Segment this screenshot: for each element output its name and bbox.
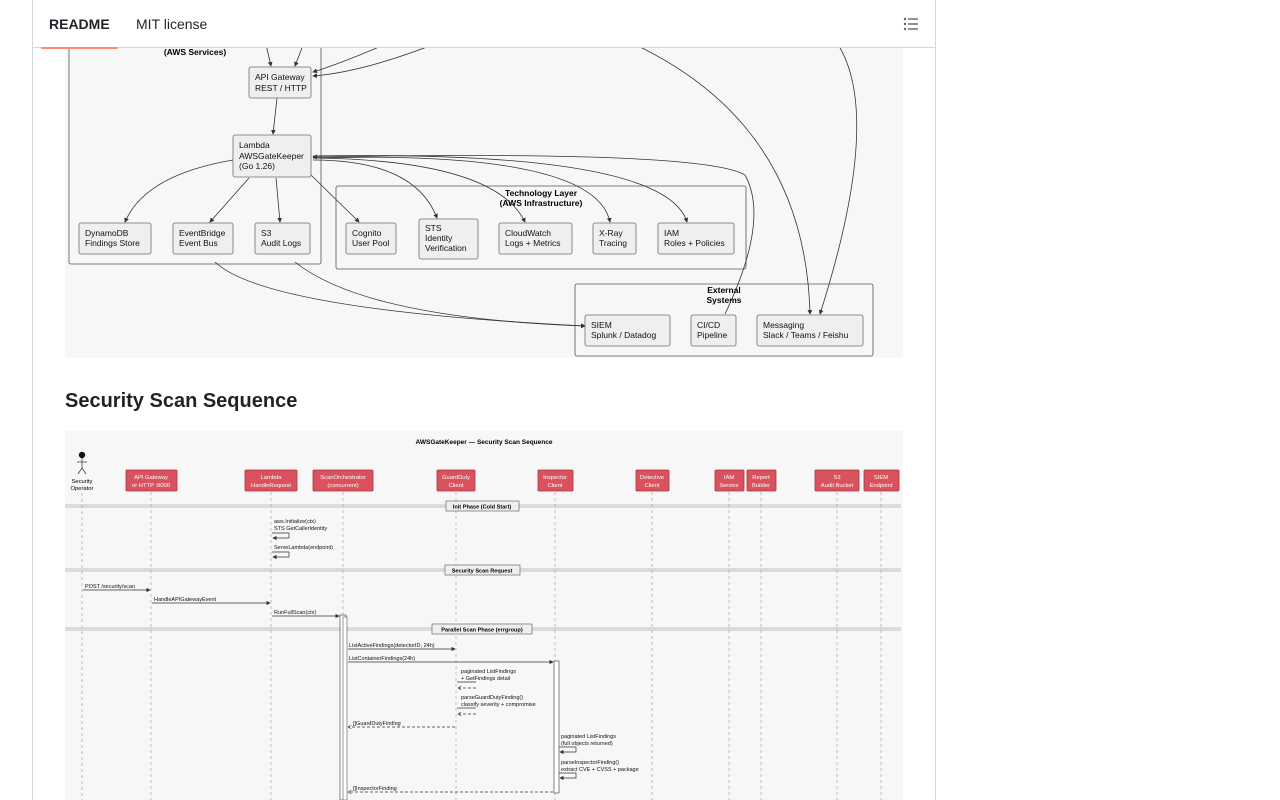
participant-9-line-1: S3 [833, 475, 840, 481]
msg-init-2: ServeLambda(endpoint) [274, 545, 333, 551]
actor-label-2: Operator [71, 486, 94, 492]
msg-listactive: ListActiveFindings(detectorID, 24h) [349, 643, 435, 649]
node-sts-2: Identity [425, 233, 453, 243]
tech-layer-label-1: Technology Layer [505, 188, 578, 198]
node-lambda-2: AWSGateKeeper [239, 151, 304, 161]
readme-tabbar: README MIT license [33, 0, 935, 49]
tab-mit-license[interactable]: MIT license [136, 16, 208, 32]
participant-3-line-1: ScanOrchestrator [320, 475, 365, 481]
node-sts-3: Verification [425, 243, 467, 253]
msg-gd-page-1: paginated ListFindings [461, 669, 516, 675]
participant-7-line-1: IAM [724, 475, 734, 481]
participant-3-line-2: (concurrent) [327, 483, 358, 489]
node-eventbridge-1: EventBridge [179, 228, 226, 238]
node-cognito-2: User Pool [352, 238, 389, 248]
msg-listcontainer: ListContainerFindings(24h) [349, 656, 415, 662]
node-dynamodb-1: DynamoDB [85, 228, 129, 238]
node-xray-2: Tracing [599, 238, 627, 248]
participant-9-line-2: Audit Bucket [821, 483, 854, 489]
phase-scan-request: Security Scan Request [452, 569, 513, 575]
participant-8-line-1: Report [752, 475, 770, 481]
msg-insp-page-2: (full objects returned) [561, 741, 613, 747]
section-heading: Security Scan Sequence [65, 390, 298, 412]
msg-insp-return: []InspectorFinding [353, 786, 397, 792]
participant-2-line-2: HandleRequest [251, 483, 291, 489]
sequence-title: AWSGateKeeper — Security Scan Sequence [416, 439, 553, 446]
node-eventbridge-2: Event Bus [179, 238, 218, 248]
aws-group-label: (AWS Services) [164, 47, 227, 57]
node-api-gateway-1: API Gateway [255, 72, 305, 82]
node-xray-1: X-Ray [599, 228, 623, 238]
node-lambda-1: Lambda [239, 140, 270, 150]
node-cicd-1: CI/CD [697, 320, 720, 330]
node-cloudwatch-1: CloudWatch [505, 228, 551, 238]
msg-insp-page-1: paginated ListFindings [561, 734, 616, 740]
node-messaging-1: Messaging [763, 320, 804, 330]
participant-5-line-1: Inspector [543, 475, 567, 481]
participant-10-line-2: Endpoint [870, 483, 893, 489]
node-s3-1: S3 [261, 228, 272, 238]
external-label-2: Systems [707, 295, 742, 305]
participant-5-line-2: Client [548, 483, 563, 489]
node-siem-1: SIEM [591, 320, 612, 330]
participant-10-line-1: SIEM [874, 475, 888, 481]
msg-gd-parse-2: classify severity + compromise [461, 702, 536, 708]
node-cloudwatch-2: Logs + Metrics [505, 238, 561, 248]
list-unordered-icon[interactable] [901, 14, 921, 34]
external-label-1: External [707, 285, 741, 295]
msg-handle: HandleAPIGatewayEvent [154, 597, 217, 603]
tech-layer-label-2: (AWS Infrastructure) [500, 198, 583, 208]
sequence-diagram: AWSGateKeeper — Security Scan Sequence S… [65, 431, 903, 800]
participant-1-line-1: API Gateway [134, 475, 168, 481]
msg-insp-parse-1: parseInspectorFinding() [561, 760, 619, 766]
participant-7-line-2: Service [719, 483, 738, 489]
actor-label-1: Security [72, 479, 93, 485]
msg-insp-parse-2: extract CVE + CVSS + package [561, 767, 639, 773]
operator-actor-icon [77, 451, 87, 475]
phase-parallel: Parallel Scan Phase (errgroup) [441, 628, 523, 634]
msg-gd-page-2: + GetFindings detail [461, 676, 510, 682]
phase-init: Init Phase (Cold Start) [453, 505, 512, 511]
node-cognito-1: Cognito [352, 228, 382, 238]
node-cicd-2: Pipeline [697, 330, 728, 340]
node-iam-2: Roles + Policies [664, 238, 725, 248]
msg-init-1b: STS GetCallerIdentity [274, 526, 327, 532]
msg-post: POST /security/scan [85, 584, 135, 590]
node-lambda-3: (Go 1.26) [239, 161, 275, 171]
node-messaging-2: Slack / Teams / Feishu [763, 330, 849, 340]
tab-readme[interactable]: README [41, 0, 118, 49]
participant-2-line-1: Lambda [261, 475, 283, 481]
msg-runfull: RunFullScan(ctx) [274, 610, 316, 616]
msg-init-1a: aws.Initialize(ctx) [274, 519, 316, 525]
msg-gd-return: []GuardDutyFinding [353, 721, 401, 727]
architecture-diagram: (AWS Services) Technology Layer (AWS Inf… [65, 0, 903, 358]
participant-4-line-1: GuardDuty [442, 475, 470, 481]
msg-gd-parse-1: parseGuardDutyFinding() [461, 695, 523, 701]
participant-6-line-2: Client [645, 483, 660, 489]
participant-4-line-2: Client [449, 483, 464, 489]
node-iam-1: IAM [664, 228, 679, 238]
participant-8-line-2: Builder [752, 483, 770, 489]
node-s3-2: Audit Logs [261, 238, 301, 248]
participant-6-line-1: Detective [640, 475, 664, 481]
node-siem-2: Splunk / Datadog [591, 330, 656, 340]
participant-1-line-2: or HTTP :8000 [132, 483, 170, 489]
node-sts-1: STS [425, 223, 442, 233]
readme-panel: README MIT license (AWS Services) [32, 0, 936, 800]
node-api-gateway-2: REST / HTTP [255, 83, 307, 93]
node-dynamodb-2: Findings Store [85, 238, 140, 248]
